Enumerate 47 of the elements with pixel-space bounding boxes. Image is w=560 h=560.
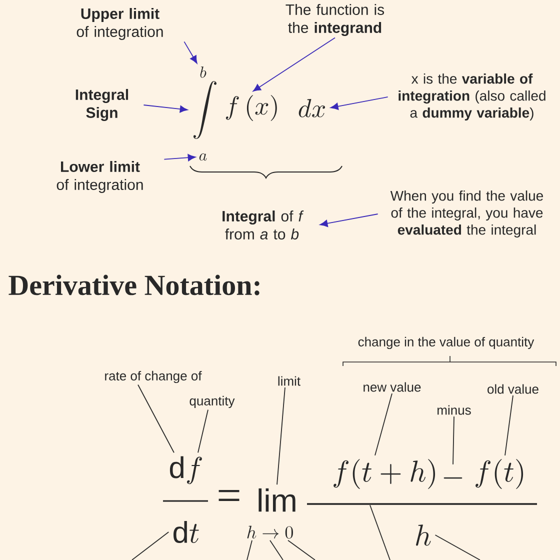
arrow bbox=[330, 96, 388, 110]
formula-part: $\int$ bbox=[193, 81, 217, 139]
formula-part: $\lim$ bbox=[258, 488, 296, 512]
callout-text: old value bbox=[488, 384, 538, 394]
callout-text: change in the value of quantity bbox=[358, 336, 534, 350]
formula-part: $f(t)$ bbox=[476, 459, 524, 489]
section-heading: Derivative Notation: bbox=[8, 274, 260, 296]
leader-line bbox=[374, 393, 392, 456]
callout-text: Lower limit of integration bbox=[56, 161, 143, 193]
callout-text: Integral Sign bbox=[76, 88, 128, 122]
formula-part: $h\to 0$ bbox=[247, 526, 293, 539]
formula-part: $\mathrm{d}f$ bbox=[170, 456, 202, 484]
callout-text: Upper limit of integration bbox=[76, 8, 163, 40]
formula-part: $a$ bbox=[199, 153, 207, 161]
leader-line bbox=[270, 540, 284, 560]
leader-line bbox=[370, 504, 390, 560]
leader-line bbox=[434, 534, 480, 560]
formula-part: $f\,(x)$ bbox=[226, 94, 277, 121]
formula-part: $f(t+h)$ bbox=[334, 459, 436, 489]
formula-part: $h$ bbox=[416, 524, 431, 546]
arrow bbox=[143, 104, 188, 113]
callout-text: minus bbox=[438, 405, 471, 415]
leader-line bbox=[138, 384, 174, 454]
arrow bbox=[184, 41, 198, 64]
equals-sign: = bbox=[218, 490, 240, 501]
leader-line bbox=[132, 532, 170, 560]
callout-text: limit bbox=[278, 376, 300, 386]
formula-part: $\mathrm{d}t$ bbox=[174, 520, 199, 544]
leader-line bbox=[504, 395, 514, 456]
formula-part: $b$ bbox=[200, 66, 206, 78]
leader-line bbox=[276, 387, 286, 486]
callout-text: quantity bbox=[190, 396, 235, 408]
formula-part: $dx$ bbox=[298, 98, 326, 118]
arrow bbox=[164, 154, 196, 162]
callout-text: The function is the integrand bbox=[286, 4, 384, 36]
callout-text: rate of change of bbox=[105, 370, 202, 384]
formula-part: $-$ bbox=[444, 477, 462, 479]
leader-line bbox=[452, 416, 454, 465]
callout-text: Integral of f from a to b bbox=[222, 210, 304, 240]
callout-text: x is the variable of integration (also called a dummy variable) bbox=[398, 73, 546, 121]
leader-line bbox=[246, 540, 252, 560]
leader-line bbox=[288, 540, 316, 560]
leader-line bbox=[198, 409, 208, 454]
arrow bbox=[320, 214, 378, 227]
callout-text: new value bbox=[364, 382, 421, 392]
arrow bbox=[252, 37, 336, 92]
callout-text: When you find the value of the integral, you have evaluated the integral bbox=[390, 190, 544, 238]
